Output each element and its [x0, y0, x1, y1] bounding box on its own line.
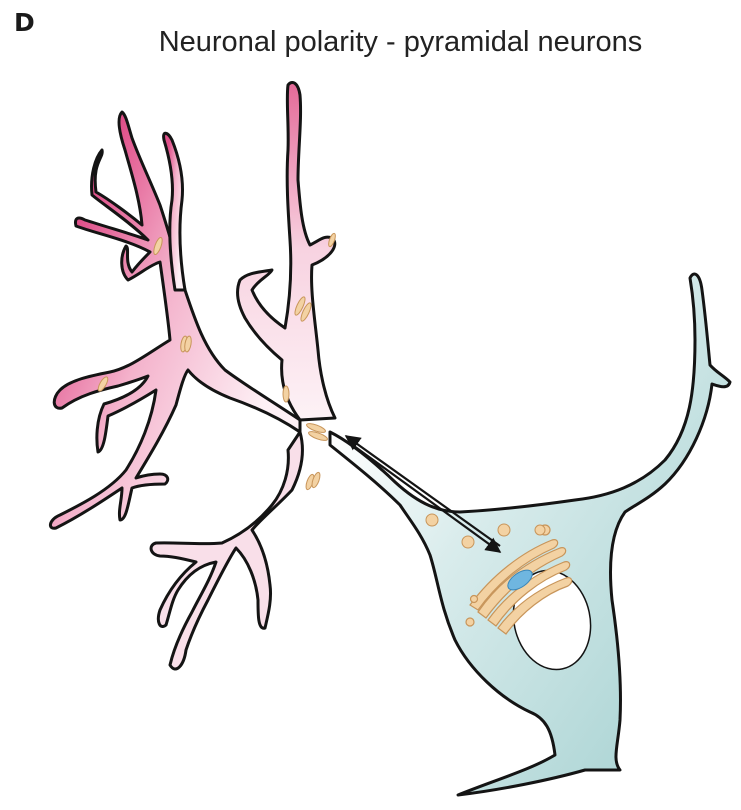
lower-dendrite	[151, 432, 302, 669]
cell-body	[330, 274, 730, 795]
upper-dendrite	[238, 82, 335, 420]
